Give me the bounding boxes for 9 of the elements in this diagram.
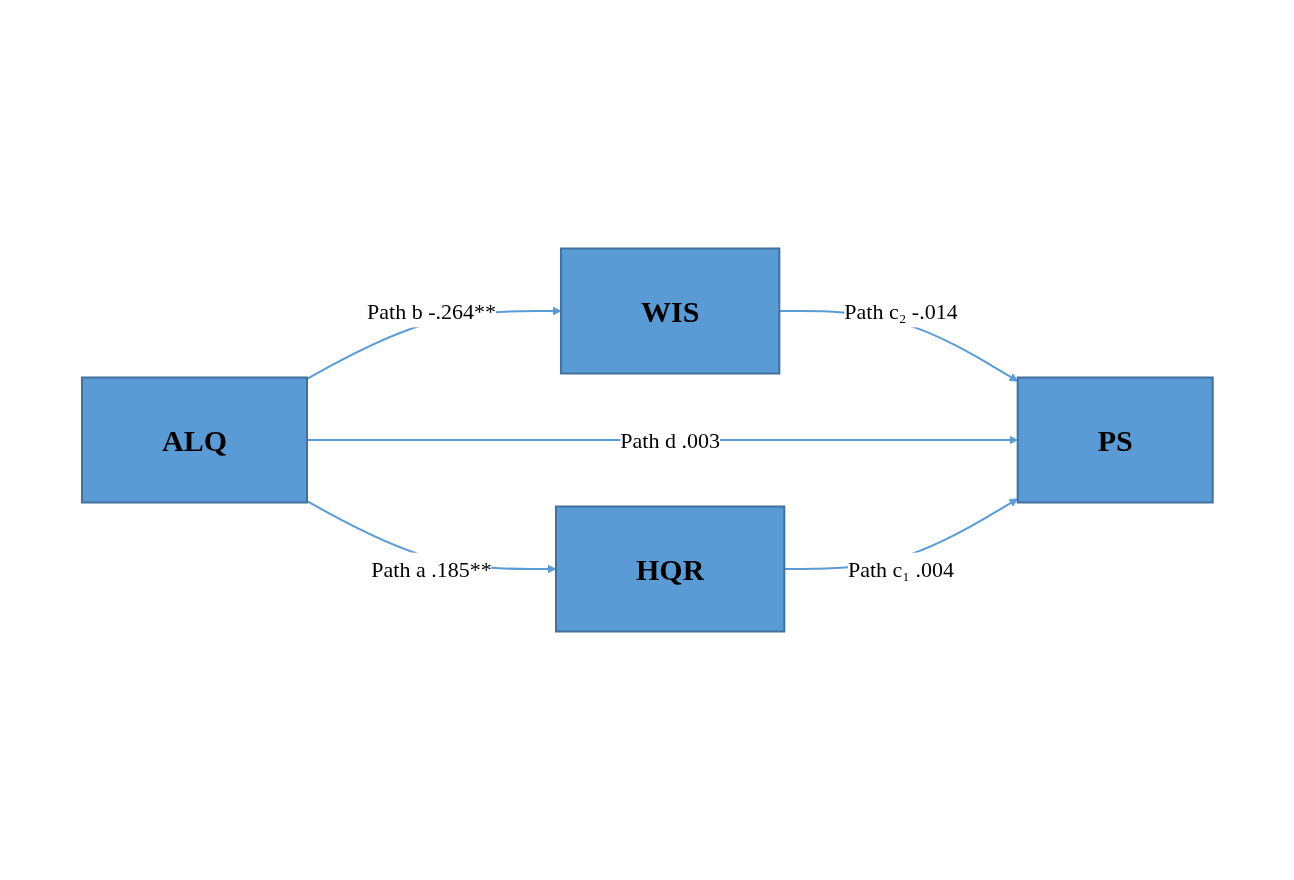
edge-label: Path c₁ .004 xyxy=(847,556,954,582)
edge-label: Path c₂ -.014 xyxy=(843,298,958,324)
node-box: HQR xyxy=(554,505,785,633)
node-box: PS xyxy=(1016,376,1214,504)
node-box: WIS xyxy=(559,247,780,375)
node-box: ALQ xyxy=(80,376,308,504)
edge-label: Path a .185** xyxy=(370,556,492,582)
edge-label: Path d .003 xyxy=(619,427,720,453)
edge-label: Path b -.264** xyxy=(366,298,496,324)
